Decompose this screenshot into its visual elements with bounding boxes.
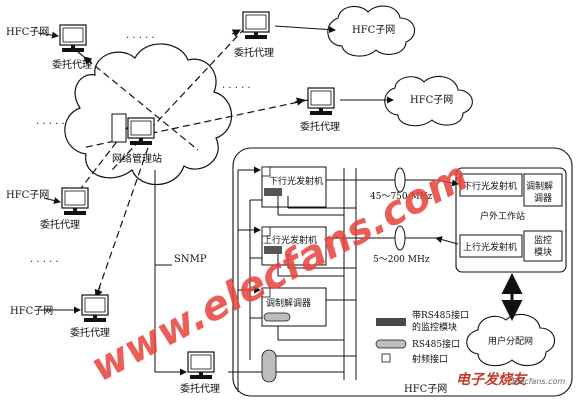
agent-label-top: 委托代理 — [234, 46, 274, 59]
dots-left: . . . . . — [36, 116, 65, 127]
agent-pc-right — [307, 87, 335, 116]
user-dist-label: 用户分配网 — [488, 335, 533, 347]
legend-rf-port: 射频接口 — [412, 353, 448, 365]
outdoor-station: 下行光发射机 调制解 调器 户外工作站 上行光发射机 监控 模块 — [455, 167, 567, 273]
watermark-brand: 电子发烧友 Elecfans.com — [456, 371, 565, 388]
agent-label-bottomleft: 委托代理 — [70, 326, 110, 339]
legend: 带RS485接口 的监控模块 RS485接口 射频接口 — [375, 309, 469, 365]
agent-pc-bottom — [187, 351, 215, 380]
dots-right: . . . . . — [222, 80, 251, 91]
agent-label-right: 委托代理 — [300, 120, 340, 133]
down-tx-label: 下行光发射机 — [269, 175, 323, 187]
hfc-subnet-label: HFC子网 — [404, 383, 447, 395]
legend-rs485-monitor: 带RS485接口 — [412, 309, 469, 321]
hfc-label-top: HFC子网 — [352, 24, 395, 36]
nms-tower — [111, 113, 127, 143]
outdoor-modem-label-2: 调器 — [534, 193, 552, 204]
modem-label: 调制解调器 — [266, 297, 311, 309]
hfc-label-right: HFC子网 — [410, 94, 453, 106]
hfc-cloud-right — [384, 75, 473, 127]
down-transmitter: 下行光发射机 — [261, 166, 327, 208]
nms-label: 网络管理站 — [112, 152, 162, 165]
agent-pc-topleft — [59, 24, 87, 53]
freq-up-label: 5～200 MHz — [373, 255, 430, 265]
snmp-label: SNMP — [174, 254, 207, 265]
outdoor-down-tx-label: 下行光发射机 — [463, 180, 517, 192]
agent-label-left: 委托代理 — [40, 218, 80, 231]
agent-label-bottom: 委托代理 — [180, 382, 220, 395]
up-tx-label: 上行光发射机 — [263, 234, 317, 246]
outdoor-monitor-label-1: 监控 — [534, 234, 552, 246]
agent-pc-top — [242, 11, 270, 40]
dots-top: . . . . . — [126, 30, 155, 41]
splitter — [261, 349, 277, 383]
modem: 调制解调器 — [261, 287, 327, 327]
agent-pc-left — [61, 187, 89, 216]
hfc-label-bottomleft: HFC子网 — [10, 305, 53, 317]
network-cloud — [64, 43, 233, 186]
outdoor-station-label: 户外工作站 — [480, 210, 525, 222]
dots-bottomleft: . . . . . — [30, 254, 59, 265]
hfc-label-left: HFC子网 — [6, 189, 49, 201]
outdoor-up-tx-label: 上行光发射机 — [463, 241, 517, 253]
up-transmitter: 上行光发射机 — [261, 226, 327, 266]
watermark-brand-en: Elecfans.com — [512, 377, 565, 386]
agent-pc-bottomleft — [81, 294, 109, 323]
outdoor-monitor-label-2: 模块 — [534, 246, 552, 258]
outdoor-modem-label-1: 调制解 — [526, 180, 553, 192]
freq-down-label: 45～750 MHz — [370, 192, 433, 202]
agent-label-topleft: 委托代理 — [52, 58, 92, 71]
watermark-brand-cn: 电子发烧友 — [456, 371, 528, 388]
legend-rs485-monitor-2: 的监控模块 — [412, 321, 457, 333]
legend-rs485-port: RS485接口 — [412, 338, 460, 350]
bus-lines — [228, 166, 436, 392]
hfc-cloud-top — [327, 5, 416, 57]
hfc-label-topleft: HFC子网 — [6, 26, 49, 38]
